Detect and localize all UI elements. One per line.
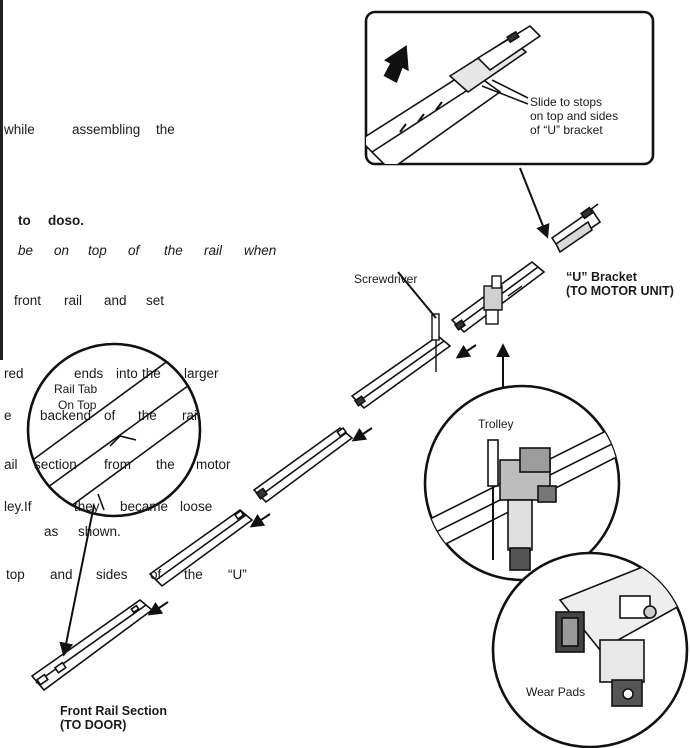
text-word: became [120, 499, 169, 514]
text-word: they [74, 499, 100, 514]
text-word: “U” [228, 567, 247, 582]
text-word: the [156, 457, 175, 472]
rail-tab-zoom-circle [26, 342, 202, 518]
front-rail-title: Front Rail Section [60, 704, 167, 718]
text-word: the [138, 408, 157, 423]
rail-tab-line: On Top [58, 397, 97, 412]
slide-arrow-icon [383, 45, 409, 83]
text-word: rail [182, 408, 201, 423]
u-bracket-title: “U” Bracket [566, 270, 637, 284]
text-word: of [128, 243, 140, 258]
rail-tab-line: Rail Tab [54, 382, 98, 396]
text-word: loose [180, 499, 213, 514]
leader-lines [59, 167, 550, 657]
wear-pads-zoom-circle [491, 551, 689, 748]
text-word: e [4, 408, 12, 423]
text-word: on [54, 243, 70, 258]
text-word: of [150, 567, 162, 582]
text-word: motor [196, 457, 231, 472]
text-word: the [156, 122, 175, 137]
text-word: ail [4, 457, 18, 472]
text-word: sides [96, 567, 128, 582]
text-word: the [142, 366, 161, 381]
text-word: the [184, 567, 203, 582]
text-word: and [50, 567, 73, 582]
direction-arrow-icon [147, 344, 477, 616]
front-rail-subtitle: (TO DOOR) [60, 718, 127, 733]
inset-note-line: on top and sides [530, 108, 619, 123]
front-rail-section [30, 598, 154, 692]
text-word: be [18, 243, 34, 258]
text-word: of [104, 408, 116, 423]
text-word: top [6, 567, 25, 582]
rail-tab-label: Rail Tab On Top [54, 382, 97, 413]
text-word: front [14, 293, 42, 308]
inset-note-line: Slide to stops [530, 95, 603, 109]
rail-section-3 [252, 426, 354, 504]
text-word: shown. [78, 524, 121, 539]
text-word: rail [204, 243, 223, 258]
text-word: to [18, 213, 31, 228]
inset-note-line: of “U” bracket [530, 122, 603, 137]
text-word: the [164, 243, 183, 258]
text-word: and [104, 293, 127, 308]
text-word: ley.If [4, 499, 32, 514]
text-word: set [146, 293, 165, 308]
trolley-on-rail [483, 275, 523, 325]
text-word: into [116, 366, 138, 381]
text-word: while [4, 122, 35, 137]
screwdriver [431, 313, 440, 372]
page-edge-bar [0, 0, 3, 360]
text-word: as [44, 524, 59, 539]
inset-note-label: Slide to stops on top and sides of “U” b… [530, 95, 619, 137]
u-bracket-label: “U” Bracket (TO MOTOR UNIT) [566, 270, 674, 299]
screwdriver-label: Screwdriver [354, 272, 418, 286]
text-word: red [4, 366, 24, 381]
text-word: when [244, 243, 277, 258]
text-word: doso. [48, 213, 84, 228]
text-word: assembling [72, 122, 141, 137]
text-word: section [34, 457, 77, 472]
front-rail-label: Front Rail Section (TO DOOR) [60, 704, 167, 733]
wear-pads-label: Wear Pads [526, 685, 586, 699]
text-word: top [88, 243, 107, 258]
text-word: larger [184, 366, 219, 381]
text-word: ends [74, 366, 104, 381]
rail-section-4 [350, 334, 452, 410]
trolley-zoom-circle [423, 384, 621, 582]
u-bracket-subtitle: (TO MOTOR UNIT) [566, 284, 674, 299]
u-bracket [550, 203, 602, 254]
text-word: rail [64, 293, 83, 308]
trolley-label: Trolley [478, 417, 514, 431]
text-word: backend [40, 408, 92, 423]
bracket-inset [364, 10, 655, 166]
text-word: from [104, 457, 131, 472]
